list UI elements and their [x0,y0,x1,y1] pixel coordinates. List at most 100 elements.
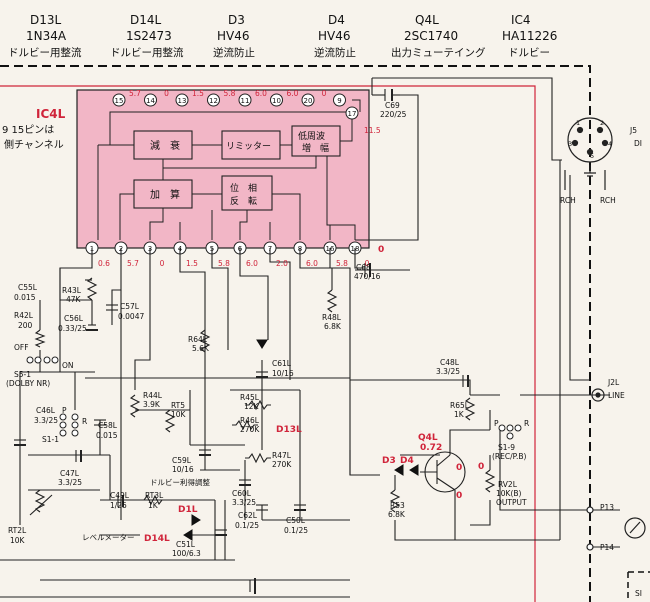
s1-9-desc: (REC/P.B) [492,452,527,461]
capacitor-c48l [462,375,469,387]
s1-9-r: R [524,419,529,428]
terminal-p13 [586,506,594,514]
block-phase-inverter-line2: 反 転 [230,196,257,207]
switch-s1-9-p [498,424,506,432]
j5-pin-label: 3 [568,140,572,148]
header-d4-id: D4 [328,13,345,27]
r48l-value: 6.8K [324,322,342,331]
din-connector-j5 [567,117,613,163]
resistor-r46l [232,419,258,431]
header-d14l-part: 1S2473 [126,29,172,43]
header-q4l-desc: 出力ミューテイング [391,46,486,59]
capacitor-c51l [215,529,227,536]
ic-pin-label: 12 [209,97,218,105]
ic-top-voltage: 5.8 [224,89,236,98]
c60l-value: 3.3/25 [232,498,256,507]
on-label: ON [62,361,74,370]
r65l-value: 1K [454,410,465,419]
d13l-tag: D13L [276,425,302,435]
ic-top-voltage: 0 [164,89,169,98]
ic-top-voltage: 6.0 [255,89,267,98]
c48l-label: C48L [440,358,460,367]
c51l-value: 100/6.3 [172,549,201,558]
j5-label: J5 [629,126,637,135]
rch-left: RCH [560,196,576,205]
resistor-r53 [389,489,401,513]
c49l-label: C49L [110,491,130,500]
c69-label: C69 [385,101,400,110]
header-q4l-part: 2SC1740 [404,29,458,43]
d1l-tag: D1L [178,505,198,515]
rt3l-label: RT3L [145,491,164,500]
section-outline-red [0,85,536,602]
header-d14l-id: D14L [130,13,162,27]
header-d3-part: HV46 [217,29,250,43]
r44l-value: 3.9K [143,400,161,409]
ic-pin-20 [301,93,315,107]
ic-pin-17 [345,106,359,120]
diode-d13l [256,339,268,349]
ic-top-voltage: 0 [322,89,327,98]
c46l-value: 3.3/25 [34,416,58,425]
ic-pin-12 [207,93,220,107]
block-limiter-label: リミッター [226,141,271,152]
rt3l-value: 1K [148,501,159,510]
components [14,89,496,594]
c56l-label: C56L [64,314,84,323]
line-label: LINE [608,391,625,400]
capacitor-c60l [239,479,251,486]
rv2l-value: 10K(B) [496,489,522,498]
r53-value: 6.8K [388,510,406,519]
r46l-value: 270K [240,425,260,434]
block-lowfreq-amp-line2: 増 幅 [302,142,329,154]
ic-bottom-voltage: 5.8 [218,259,230,268]
header-d4-part: HV46 [318,29,351,43]
c58l-value: 0.015 [96,431,118,440]
c68-value: 470/16 [354,272,381,281]
r53-label: R53 [390,501,405,510]
s1-9-label: S1-9 [498,443,515,452]
capacitor-c62l [256,504,268,511]
p14-label: P14 [600,543,614,552]
r42l-value: 200 [18,321,33,330]
capacitor-c47l [75,450,82,462]
ic-bottom-voltage: 5.8 [336,259,348,268]
trimmer-rt5 [164,409,176,433]
capacitor-c68 [364,263,371,277]
s1-9-p: P [494,419,499,428]
r42l-label: R42L [14,311,34,320]
ic4l-note-line2: 側チャンネル [4,138,64,151]
header-d3-id: D3 [228,13,245,27]
j5-pin-volt: 0 [378,245,384,255]
header-d3-desc: 逆流防止 [213,46,255,59]
level-meter-label: レベルメーター [82,533,135,542]
ic4l-block: IC4L 9 15ピンは 側チャンネル 減 衰 リミッター 低周波 増 幅 加 … [2,89,381,255]
terminal-p14 [586,543,594,551]
diode-d3 [394,464,404,476]
block-lowfreq-amp-line1: 低周波 [298,130,325,142]
header-ic4-part: HA11226 [502,29,557,43]
c48l-value: 3.3/25 [436,367,460,376]
c60l-label: C60L [232,489,252,498]
c56l-value: 0.33/25 [58,324,87,333]
diode-d1l [191,514,201,526]
ic4l-body [76,89,370,249]
board-outline-dashed [0,65,591,602]
switch-s1-1-r [71,413,79,421]
r45l-label: R45L [240,393,260,402]
ic-bottom-voltage: 0 [365,259,370,268]
diode-d14l [183,529,193,541]
board-border [0,65,650,602]
diodes [183,339,419,541]
header-d4-desc: 逆流防止 [314,46,356,59]
q4l-tag: Q4L [418,433,438,443]
rt5-label: RT5 [171,401,185,410]
d3-tag: D3 [382,456,396,466]
c47l-label: C47L [60,469,80,478]
switch-s5-1-on [43,356,51,364]
c61l-label: C61L [272,359,292,368]
si-label: SI [635,589,642,598]
capacitor-c57l [106,304,118,311]
c62l-label: C62L [238,511,258,520]
resistor-r48l [326,289,338,313]
